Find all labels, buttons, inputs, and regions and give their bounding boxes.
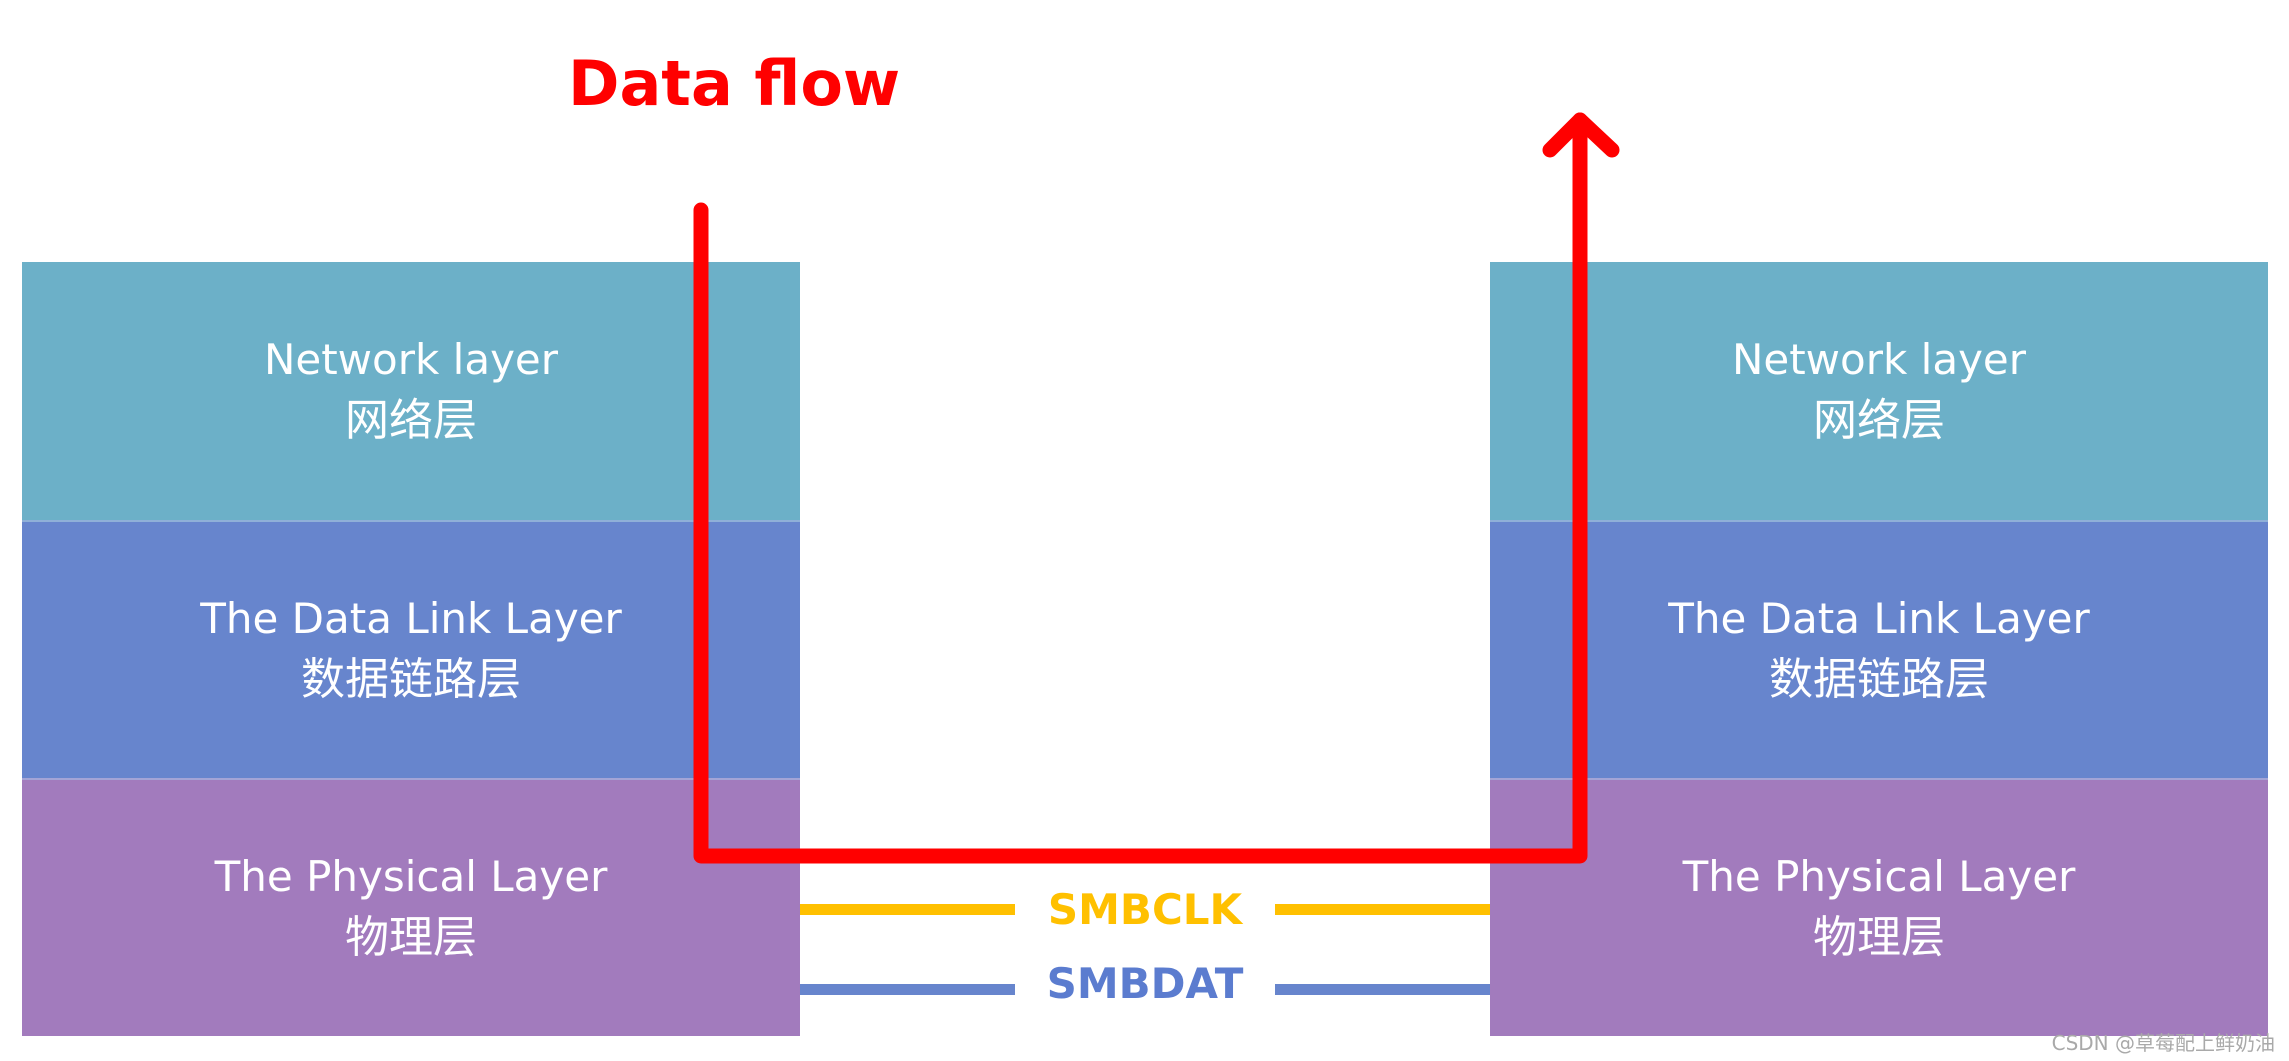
watermark: CSDN @草莓配上鲜奶油 xyxy=(2051,1031,2275,1055)
smbclk-label: SMBCLK xyxy=(1047,885,1243,934)
right-data-link-layer-en: The Data Link Layer xyxy=(1668,594,2090,643)
smbdat-wire-left xyxy=(800,984,1015,995)
data-flow-path xyxy=(693,112,1588,864)
right-data-link-layer-zh: 数据链路层 xyxy=(1769,654,1989,705)
left-network-layer-en: Network layer xyxy=(263,335,559,384)
left-data-link-layer-zh: 数据链路层 xyxy=(301,654,521,705)
left-physical-layer-zh: 物理层 xyxy=(345,912,477,963)
right-network-layer: Network layer 网络层 xyxy=(1490,262,2268,520)
smbdat-wire-right xyxy=(1275,984,1490,995)
left-network-layer-zh: 网络层 xyxy=(345,395,477,446)
left-physical-layer: The Physical Layer 物理层 xyxy=(22,778,800,1036)
smbdat-label: SMBDAT xyxy=(1046,959,1244,1008)
data-flow-title: Data flow xyxy=(568,47,901,120)
left-data-link-layer-en: The Data Link Layer xyxy=(200,594,622,643)
right-protocol-stack: Network layer 网络层 The Data Link Layer 数据… xyxy=(1490,262,2268,1036)
right-physical-layer-en: The Physical Layer xyxy=(1682,852,2076,901)
right-network-layer-en: Network layer xyxy=(1731,335,2027,384)
smbclk-wire-right xyxy=(1275,904,1490,915)
right-physical-layer: The Physical Layer 物理层 xyxy=(1490,778,2268,1036)
left-network-layer: Network layer 网络层 xyxy=(22,262,800,520)
left-physical-layer-en: The Physical Layer xyxy=(214,852,608,901)
right-network-layer-zh: 网络层 xyxy=(1813,395,1945,446)
left-protocol-stack: Network layer 网络层 The Data Link Layer 数据… xyxy=(22,262,800,1036)
smbclk-wire-left xyxy=(800,904,1015,915)
right-data-link-layer: The Data Link Layer 数据链路层 xyxy=(1490,520,2268,778)
data-flow-arrowhead xyxy=(1542,112,1620,158)
right-physical-layer-zh: 物理层 xyxy=(1813,912,1945,963)
left-data-link-layer: The Data Link Layer 数据链路层 xyxy=(22,520,800,778)
